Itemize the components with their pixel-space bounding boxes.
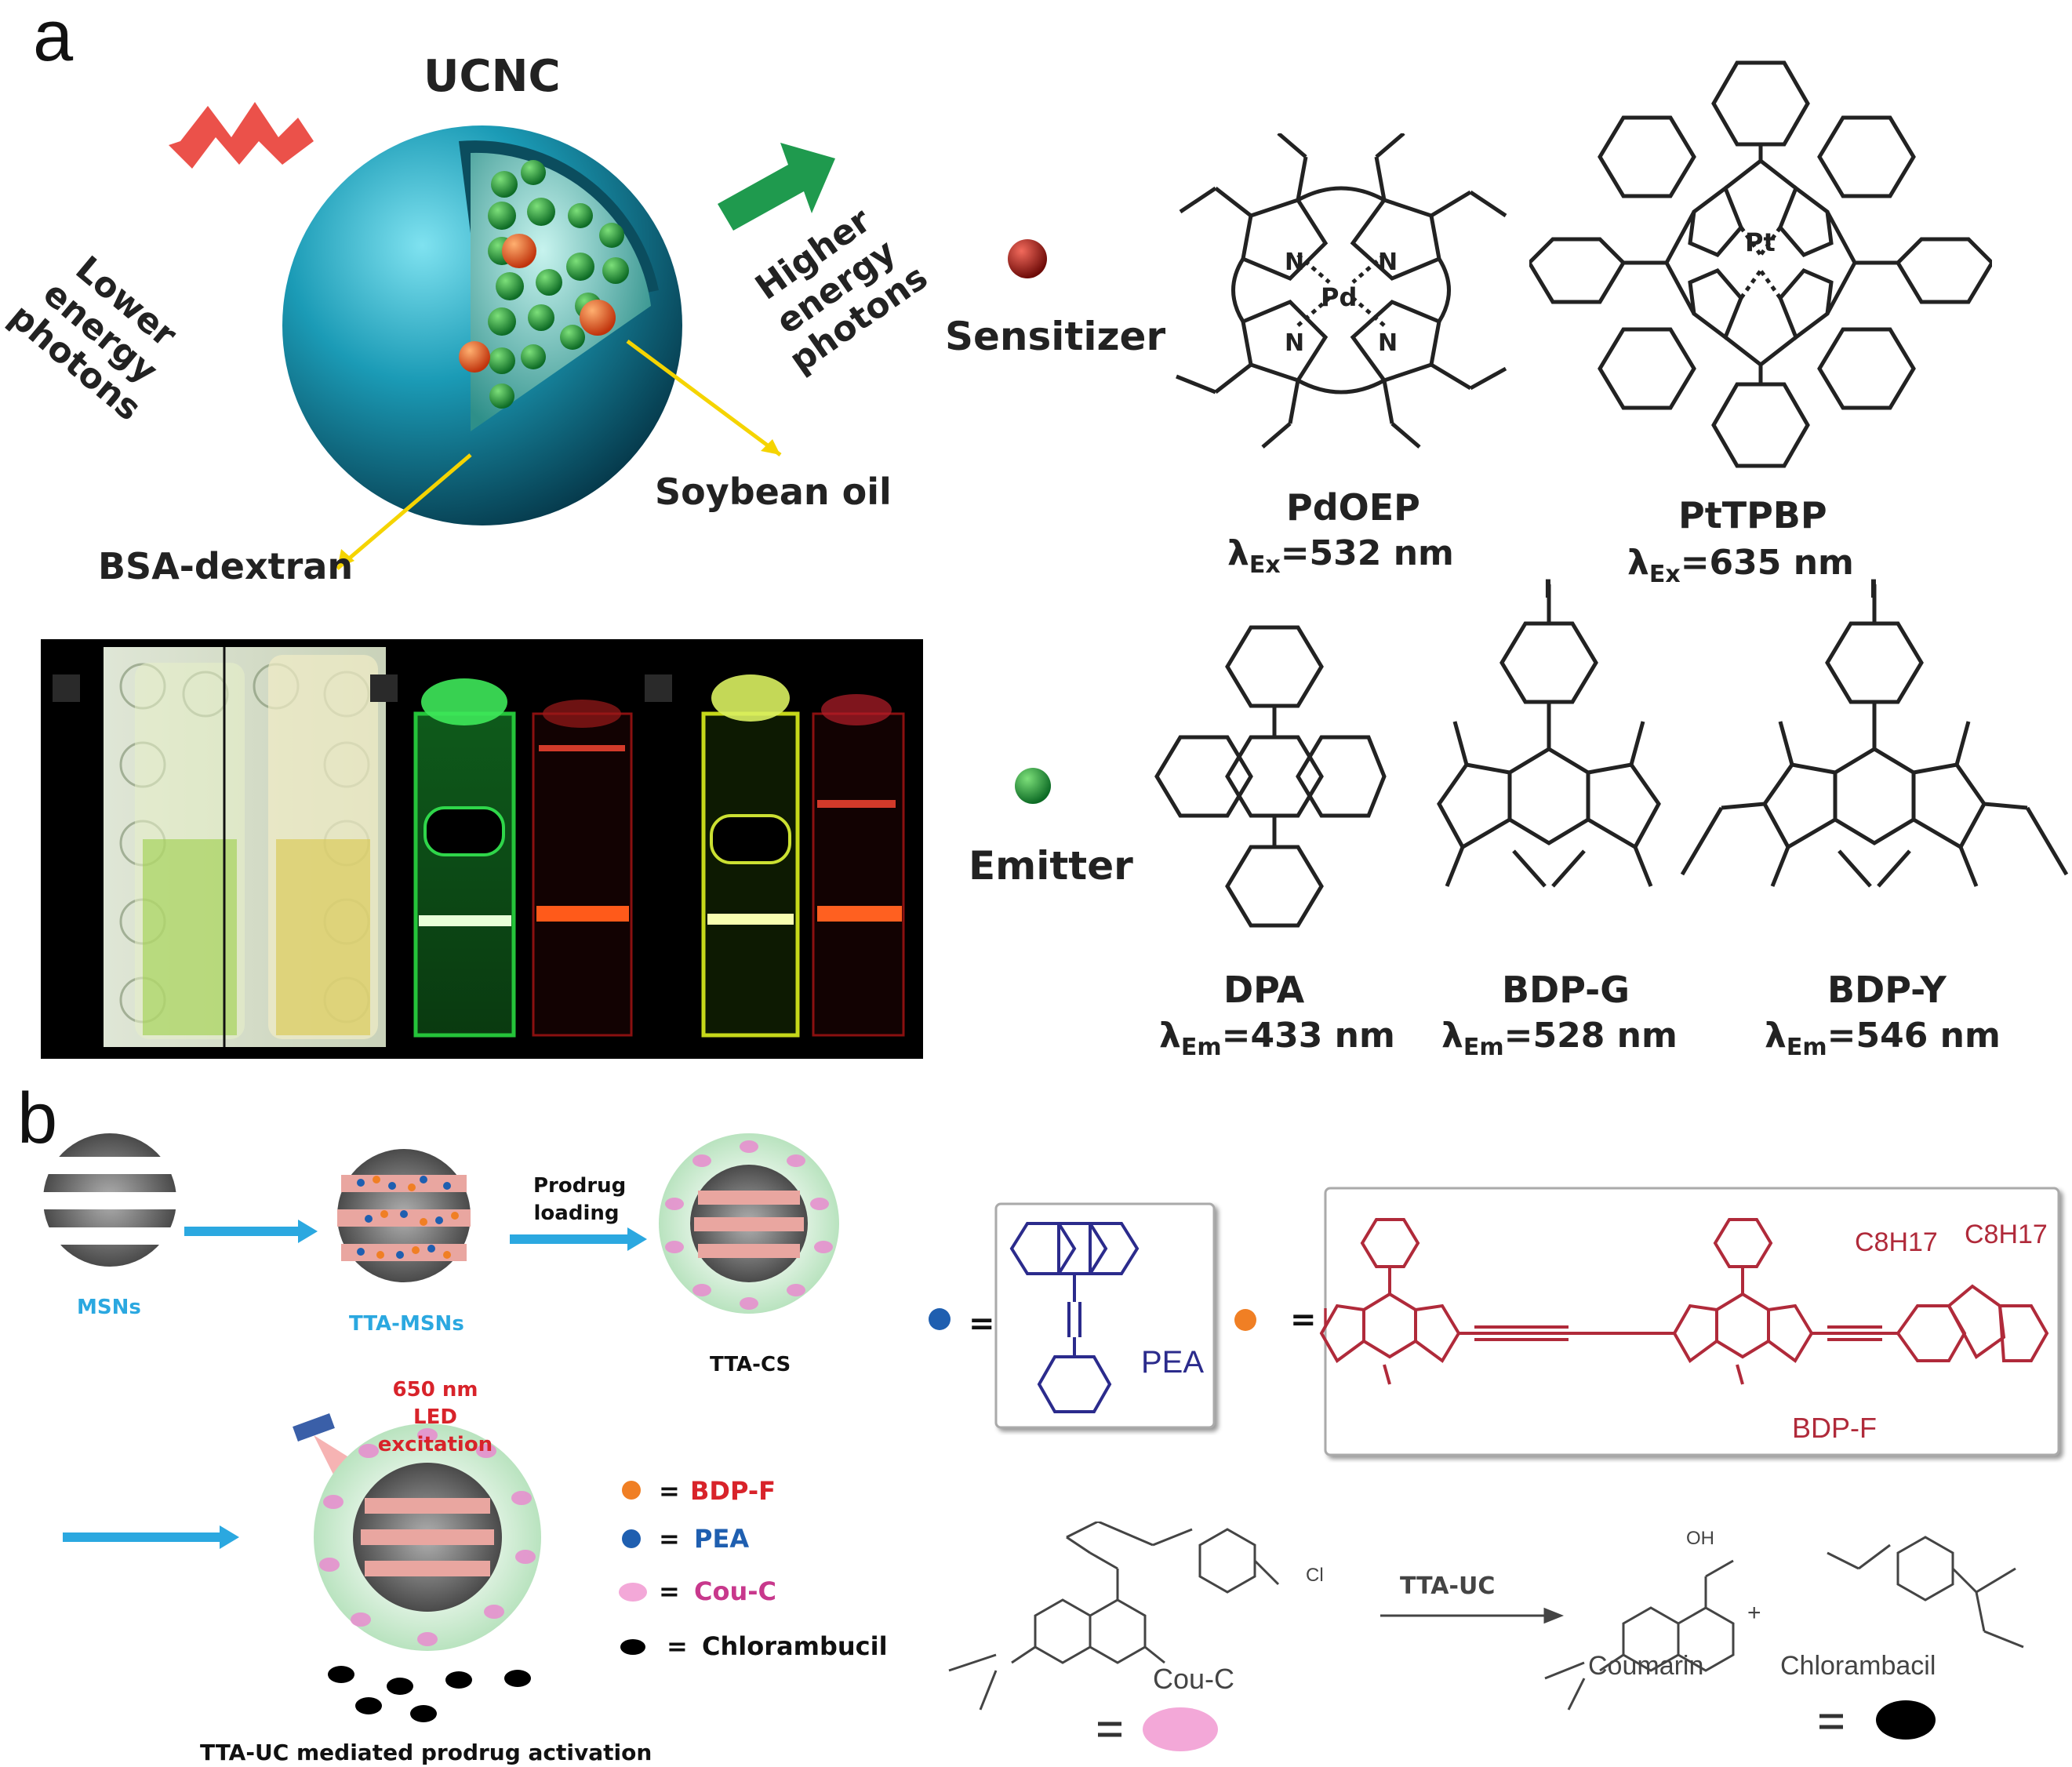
led-icon [293, 1413, 335, 1442]
prodrug-loading-label: Prodrug loading [533, 1174, 627, 1226]
orange-dot-icon [622, 1481, 641, 1500]
couc-equals-pink [1098, 1707, 1218, 1751]
pttpbp-lambda: λEx=635 nm [1627, 543, 1854, 588]
bsa-dextran-label: BSA-dextran [98, 545, 354, 587]
dpa-structure [1154, 625, 1387, 928]
pdoep-structure [1176, 133, 1507, 449]
scheme-b [43, 1133, 839, 1722]
iodine-atom: I [1543, 574, 1553, 604]
bdpy-structure [1680, 584, 2069, 888]
cl-label: Cl [1306, 1565, 1324, 1586]
c8h17-label-a: C8H17 [1855, 1227, 1938, 1257]
pink-blob-icon [619, 1583, 647, 1602]
pea-box [929, 1202, 1216, 1429]
bdpg-lambda: λEm=528 nm [1441, 1016, 1678, 1061]
tta-cs-label: TTA-CS [710, 1353, 791, 1376]
ucnc-core [471, 152, 651, 431]
chlorambucil-equals-black [1819, 1700, 1936, 1740]
tta-msns-label: TTA-MSNs [349, 1312, 464, 1336]
cuvette-photo [41, 639, 923, 1059]
pttpbp-structure [1529, 60, 1992, 468]
emitter-sphere-icon [1015, 768, 1051, 804]
iodine-atom: I [1321, 1302, 1330, 1334]
n-atom: N [1285, 249, 1305, 276]
c8h17-label-b: C8H17 [1965, 1220, 2048, 1249]
pd-atom: Pd [1321, 282, 1358, 312]
pdoep-lambda: λEx=532 nm [1227, 533, 1454, 579]
iodine-atom: I [1869, 574, 1878, 604]
coumarin-label: Coumarin [1588, 1651, 1704, 1681]
pea-eq: = [969, 1306, 995, 1342]
red-zigzag-arrow [169, 102, 314, 169]
blue-dot-icon [622, 1529, 641, 1548]
legend-eq-3: = [659, 1576, 680, 1606]
panel-letter-b: b [17, 1078, 58, 1158]
soybean-oil-label: Soybean oil [655, 471, 892, 513]
legend-eq-4: = [667, 1631, 688, 1661]
dpa-name: DPA [1223, 969, 1305, 1011]
pt-atom: Pt [1745, 227, 1776, 257]
pttpbp-name: PtTPBP [1678, 494, 1827, 536]
reaction-scheme [948, 1522, 2024, 1711]
pdoep-name: PdOEP [1286, 486, 1420, 529]
legend-chlorambucil: Chlorambucil [702, 1631, 888, 1661]
msns-label: MSNs [77, 1296, 141, 1319]
plus-sign: + [1747, 1600, 1761, 1626]
activation-caption: TTA-UC mediated prodrug activation [200, 1740, 652, 1765]
sensitizer-spheres [459, 234, 616, 373]
dpa-lambda: λEm=433 nm [1159, 1016, 1395, 1061]
bdpf-name: BDP-F [1792, 1412, 1877, 1444]
legend-bdpf: BDP-F [690, 1476, 776, 1506]
legend-couc: Cou-C [694, 1576, 777, 1606]
black-ellipse-icon [620, 1639, 645, 1655]
n-atom: N [1378, 249, 1398, 276]
bdpy-lambda: λEm=546 nm [1765, 1016, 2001, 1061]
sensitizer-label: Sensitizer [945, 314, 1166, 359]
ucnc-illustration [169, 102, 835, 570]
legend-eq-1: = [659, 1476, 680, 1506]
bdpg-name: BDP-G [1502, 969, 1630, 1011]
legend-eq-2: = [659, 1524, 680, 1554]
oh-label: OH [1686, 1528, 1714, 1549]
bdpy-name: BDP-Y [1827, 969, 1947, 1011]
couc-label: Cou-C [1153, 1663, 1235, 1695]
ucnc-title: UCNC [423, 51, 561, 102]
blue-dot-icon [929, 1308, 951, 1330]
n-atom: N [1378, 329, 1398, 357]
sensitizer-sphere-icon [1008, 239, 1047, 278]
tta-uc-arrow-label: TTA-UC [1400, 1572, 1496, 1600]
chlorambucil-product-label: Chlorambacil [1780, 1651, 1936, 1681]
orange-dot-icon [1234, 1309, 1256, 1331]
bdpg-structure [1437, 584, 1661, 888]
pea-name: PEA [1141, 1345, 1205, 1380]
n-atom: N [1285, 329, 1305, 357]
led-excitation-label: 650 nm LED excitation [377, 1378, 493, 1457]
chlorambucil-particles [328, 1666, 531, 1722]
green-arrow [718, 143, 835, 231]
panel-letter-a: a [33, 0, 74, 76]
bdpf-eq: = [1290, 1302, 1317, 1338]
legend-pea: PEA [694, 1524, 750, 1554]
bdpf-box [1234, 1187, 2060, 1456]
emitter-label: Emitter [969, 843, 1133, 889]
